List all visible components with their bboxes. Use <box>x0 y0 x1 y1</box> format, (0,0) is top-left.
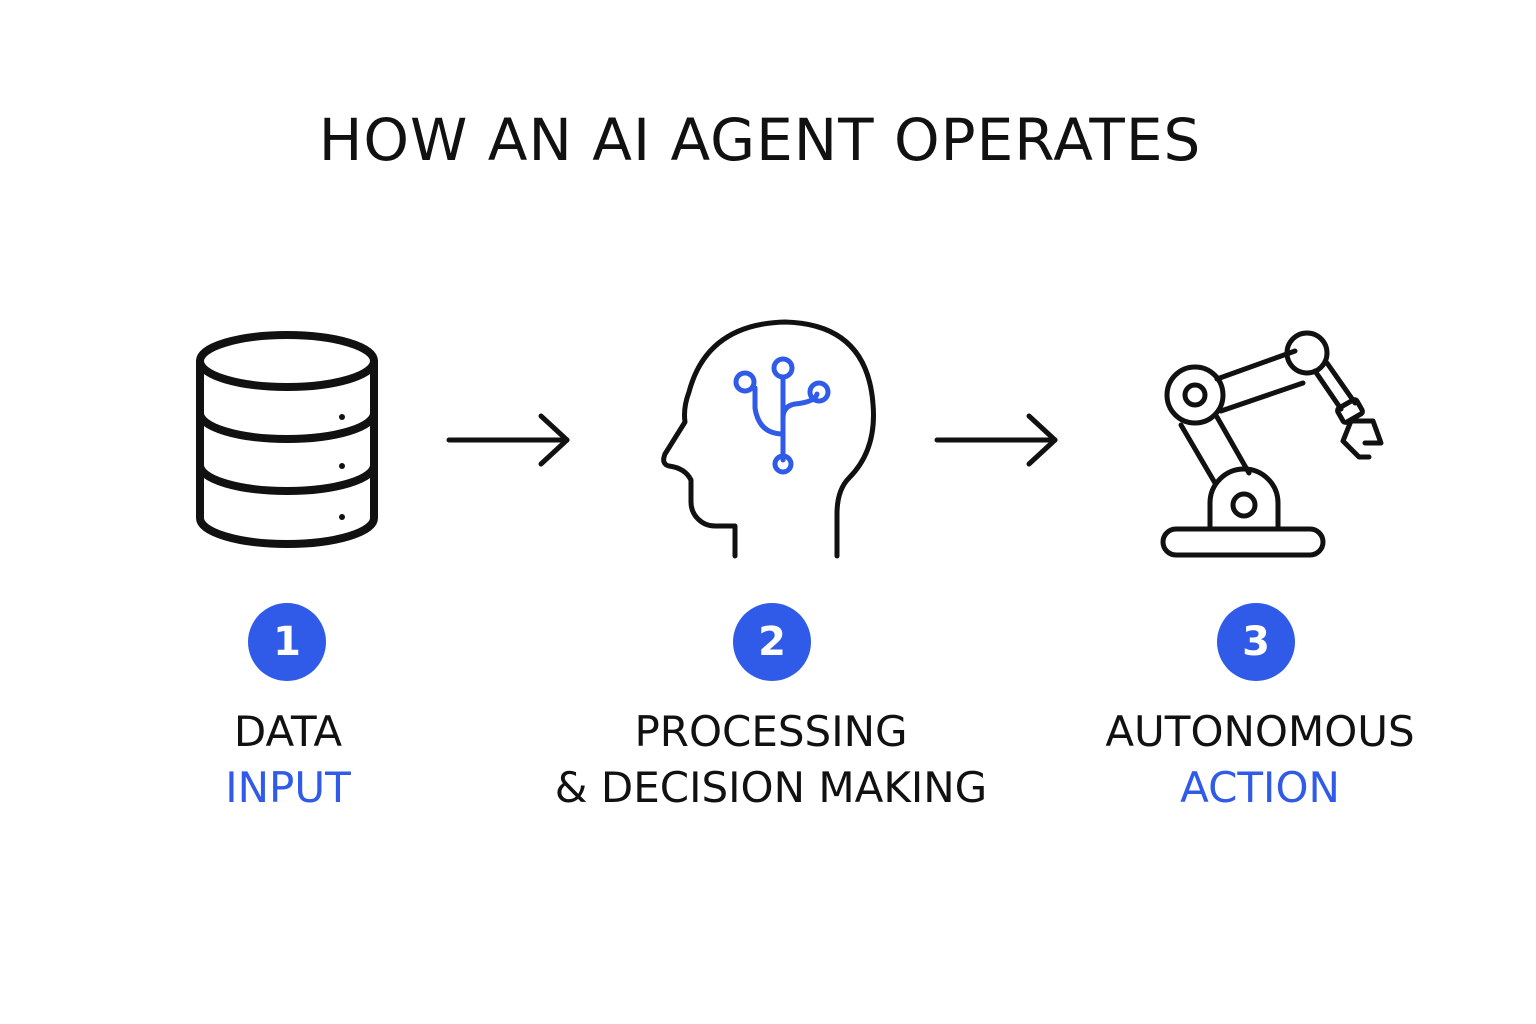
step-label-3-line-1: AUTONOMOUS <box>1105 707 1415 756</box>
step-number-badge-3: 3 <box>1217 603 1295 681</box>
step-label-2-line-2: & DECISION MAKING <box>554 763 988 812</box>
step-label-1-line-1: DATA <box>233 707 343 756</box>
step-number-badge-1: 1 <box>248 603 326 681</box>
arrow-right-icon <box>933 412 1063 468</box>
step-label-2: PROCESSING & DECISION MAKING <box>521 704 1021 816</box>
diagram-title: HOW AN AI AGENT OPERATES <box>318 106 1202 174</box>
database-icon <box>190 325 390 560</box>
step-label-1-line-2: INPUT <box>225 763 351 812</box>
arrow-right-icon <box>445 412 575 468</box>
step-label-2-line-1: PROCESSING <box>634 707 908 756</box>
step-label-3-line-2: ACTION <box>1180 763 1340 812</box>
step-label-1: DATA INPUT <box>38 704 538 816</box>
step-label-3: AUTONOMOUS ACTION <box>1010 704 1510 816</box>
brain-circuit-head-icon <box>655 318 885 563</box>
step-number-badge-2: 2 <box>733 603 811 681</box>
robotic-arm-icon <box>1155 325 1395 565</box>
